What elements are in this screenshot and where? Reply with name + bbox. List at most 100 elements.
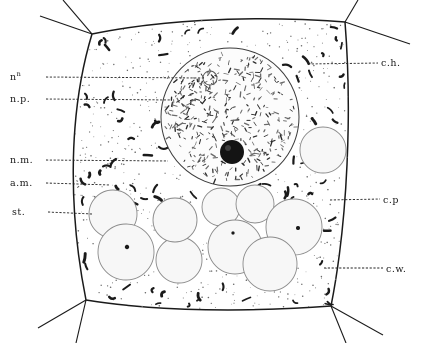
cytoplasm-speck — [202, 250, 203, 251]
cytoplasm-speck — [80, 155, 81, 156]
cytoplasm-speck — [254, 303, 255, 304]
cytoplasm-speck — [137, 92, 139, 94]
cytoplasm-speck — [233, 303, 234, 304]
cytoplasm-speck — [141, 130, 142, 131]
cytoplasm-speck — [311, 63, 312, 64]
cytoplasm-speck — [333, 260, 335, 262]
cytoplasm-speck — [114, 166, 116, 168]
cytoplasm-speck — [140, 105, 141, 106]
plastid-granule — [336, 37, 337, 40]
cytoplasm-speck — [287, 298, 288, 299]
cytoplasm-speck — [84, 197, 85, 198]
chromatin-thread — [248, 170, 249, 174]
cytoplasm-speck — [333, 87, 335, 89]
chromatin-thread — [254, 84, 255, 89]
cytoplasm-speck — [317, 35, 318, 36]
cytoplasm-speck — [123, 183, 124, 184]
cytoplasm-speck — [270, 32, 271, 33]
chromatin-thread — [253, 74, 254, 79]
cytoplasm-speck — [148, 106, 149, 107]
cytoplasm-speck — [151, 304, 152, 305]
cytoplasm-speck — [198, 289, 199, 290]
cytoplasm-speck — [117, 79, 118, 80]
chromatin-thread — [264, 130, 265, 132]
cytoplasm-speck — [176, 178, 177, 179]
cytoplasm-speck — [77, 180, 78, 181]
cytoplasm-speck — [312, 285, 314, 287]
cytoplasm-speck — [108, 141, 109, 142]
chromatin-thread — [227, 95, 228, 96]
cytoplasm-speck — [177, 284, 178, 285]
cytoplasm-speck — [78, 230, 80, 232]
cytoplasm-speck — [226, 291, 227, 292]
cytoplasm-speck — [83, 219, 85, 221]
cytoplasm-speck — [267, 33, 268, 34]
cytoplasm-speck — [107, 33, 108, 34]
cytoplasm-speck — [324, 294, 325, 295]
cytoplasm-speck — [314, 255, 315, 256]
cytoplasm-speck — [284, 181, 285, 182]
cytoplasm-speck — [140, 193, 141, 194]
cytoplasm-speck — [156, 147, 157, 148]
cytoplasm-speck — [335, 279, 336, 280]
cytoplasm-speck — [290, 36, 291, 37]
label-nuclear-plasm: n.p. — [10, 94, 30, 105]
cytoplasm-speck — [137, 135, 139, 137]
cytoplasm-speck — [233, 284, 235, 286]
cytoplasm-speck — [337, 256, 338, 257]
cytoplasm-speck — [207, 32, 208, 33]
plastid-granule — [309, 193, 313, 194]
chromatin-thread — [198, 71, 200, 72]
cytoplasm-speck — [199, 40, 200, 41]
cytoplasm-speck — [149, 110, 150, 111]
cytoplasm-speck — [306, 195, 307, 196]
cytoplasm-speck — [137, 282, 138, 283]
cytoplasm-speck — [92, 71, 93, 72]
plastid-granule — [223, 284, 224, 291]
chromatin-thread — [229, 90, 230, 91]
cytoplasm-speck — [200, 47, 201, 48]
cytoplasm-speck — [306, 272, 307, 273]
chromatin-thread — [260, 60, 261, 62]
cytoplasm-speck — [110, 286, 112, 288]
cytoplasm-speck — [80, 195, 81, 196]
cytoplasm-speck — [111, 137, 112, 138]
cytoplasm-speck — [348, 97, 349, 98]
chromatin-thread — [235, 74, 236, 75]
cytoplasm-speck — [305, 37, 306, 38]
cytoplasm-speck — [187, 26, 188, 27]
cytoplasm-speck — [210, 34, 211, 35]
chromatin-thread — [175, 95, 176, 96]
cytoplasm-speck — [118, 136, 119, 137]
cytoplasm-speck — [131, 39, 132, 40]
cytoplasm-speck — [123, 29, 124, 30]
cytoplasm-speck — [305, 78, 306, 79]
cytoplasm-speck — [93, 196, 94, 197]
cytoplasm-speck — [257, 296, 258, 297]
cytoplasm-speck — [296, 51, 297, 52]
cytoplasm-speck — [313, 70, 314, 71]
cytoplasm-speck — [100, 126, 101, 127]
cytoplasm-speck — [183, 297, 184, 298]
cytoplasm-speck — [131, 62, 132, 63]
cytoplasm-speck — [316, 258, 317, 259]
cytoplasm-speck — [302, 296, 303, 297]
cytoplasm-speck — [194, 22, 195, 23]
chromatin-thread — [191, 100, 193, 101]
cytoplasm-speck — [324, 107, 325, 108]
starch-grain — [300, 127, 346, 173]
cytoplasm-speck — [78, 242, 79, 243]
cytoplasm-speck — [156, 97, 157, 98]
cytoplasm-speck — [208, 284, 209, 285]
cytoplasm-speck — [189, 42, 190, 43]
cytoplasm-speck — [226, 288, 227, 289]
cytoplasm-speck — [339, 46, 340, 47]
cytoplasm-speck — [83, 85, 84, 86]
cytoplasm-speck — [297, 48, 299, 50]
cytoplasm-speck — [247, 46, 248, 47]
cytoplasm-speck — [299, 77, 300, 78]
cytoplasm-speck — [115, 280, 116, 281]
cytoplasm-speck — [153, 271, 154, 272]
cytoplasm-speck — [97, 102, 98, 103]
cytoplasm-speck — [125, 148, 126, 149]
